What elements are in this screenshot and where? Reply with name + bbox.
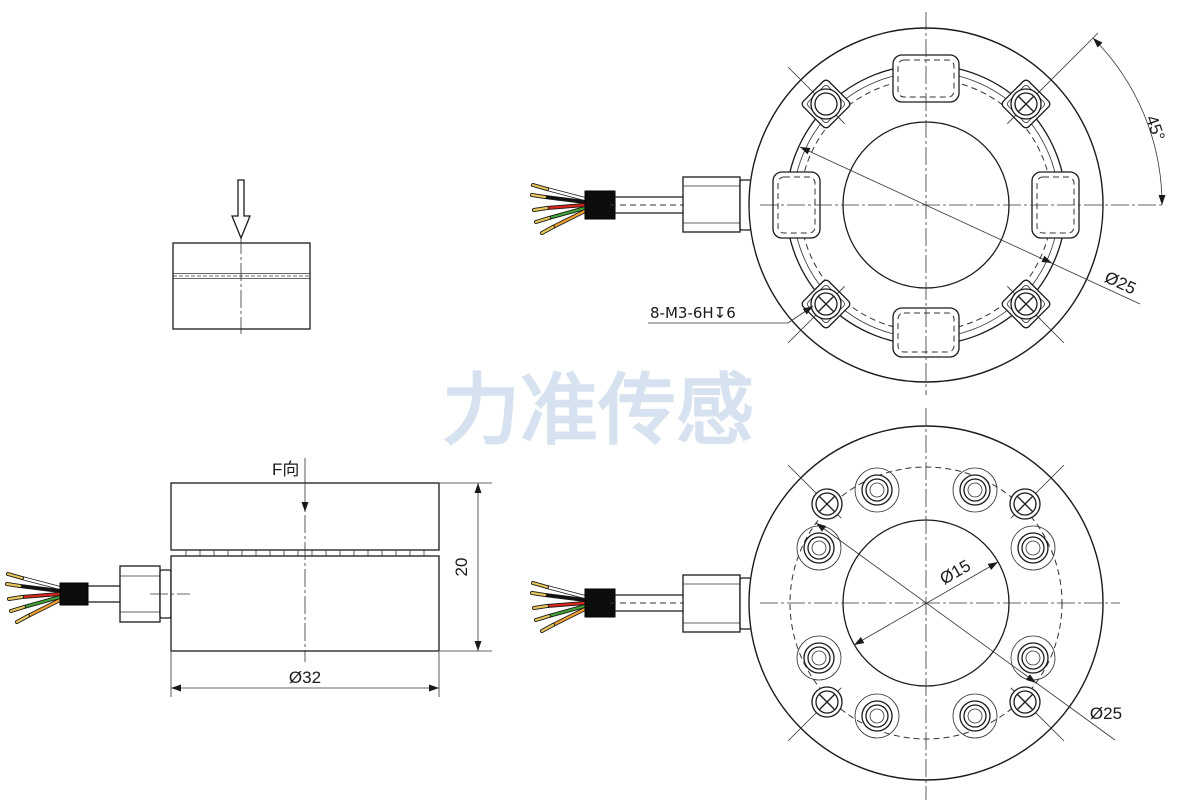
counterbore-hole <box>952 467 998 513</box>
front-view-body <box>172 242 311 330</box>
threaded-hole <box>810 288 842 320</box>
bolt-circle-dimension-line <box>799 146 1141 305</box>
pitch-diameter-dimension-line <box>815 522 1116 741</box>
load-arrow-icon <box>231 179 251 240</box>
inner-diameter-dimension-line <box>853 561 999 646</box>
counterbore-hole <box>796 525 842 571</box>
wire-bundle <box>5 572 62 624</box>
thread-callout-leader <box>787 305 814 324</box>
dimension-arrowhead <box>1041 255 1052 263</box>
thread-callout-text: 8-M3-6H↧6 <box>650 304 736 322</box>
threaded-hole <box>1009 488 1041 520</box>
pitch-diameter-dimension-text: Ø25 <box>1090 704 1122 723</box>
threaded-hole <box>1009 686 1041 718</box>
front-view-small <box>172 179 311 334</box>
wire-bundle <box>530 581 587 633</box>
counterbore-hole <box>952 693 998 739</box>
dimension-arrowhead <box>1025 674 1036 683</box>
cable-connector <box>682 574 741 633</box>
watermark: 力准传感 <box>442 366 754 456</box>
wire-bundle <box>530 183 587 235</box>
counterbore-hole <box>854 467 900 513</box>
gap-ticks <box>185 550 425 556</box>
counterbore-hole <box>1010 525 1056 571</box>
diameter-dimension-text: Ø32 <box>289 668 321 687</box>
force-direction-label: F向 <box>272 460 299 479</box>
mounting-hole <box>810 88 842 120</box>
threaded-hole <box>1010 88 1042 120</box>
counterbore-hole <box>796 635 842 681</box>
angle-dimension-text: 45° <box>1142 113 1169 144</box>
bottom-view: Ø15 Ø25 <box>530 408 1122 800</box>
height-dimension-text: 20 <box>452 558 471 577</box>
threaded-hole <box>811 686 843 718</box>
side-view: F向 20 Ø32 <box>5 458 492 697</box>
threaded-hole <box>811 488 843 520</box>
cable-sleeve <box>59 582 89 606</box>
top-view: 45° Ø25 8-M3-6H↧6 <box>530 12 1169 395</box>
counterbore-hole <box>1010 635 1056 681</box>
bolt-circle-dimension-text: Ø25 <box>1102 268 1139 299</box>
cable-connector <box>682 176 741 233</box>
threaded-hole <box>1010 288 1042 320</box>
counterbore-hole <box>854 693 900 739</box>
angle-dimension-arc <box>1092 37 1166 206</box>
